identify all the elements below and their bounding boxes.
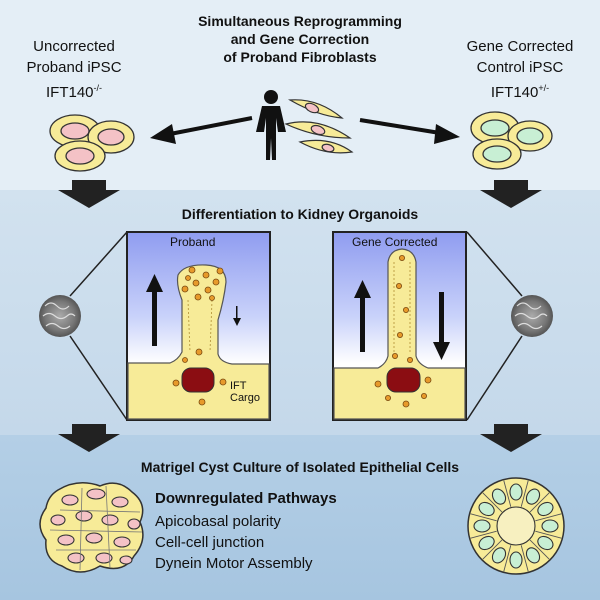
cargo-label: Cargo: [230, 392, 260, 404]
cyst-nucleus: [478, 535, 495, 551]
cyst-nucleus: [491, 488, 507, 505]
pathway-list: Apicobasal polarity Cell-cell junction D…: [155, 511, 313, 574]
corrected-label-line1: Gene Corrected: [466, 38, 574, 55]
proband-label-line2: Proband iPSC: [26, 59, 122, 76]
corrected-genotype: IFT140+/-: [490, 83, 550, 101]
corrected-cilium-panel: [332, 231, 467, 421]
cyst-cell-border: [529, 492, 550, 513]
proband-genotype: IFT140-/-: [45, 83, 103, 101]
cyst-nucleus: [473, 519, 491, 533]
title-line-2: and Gene Correction: [230, 31, 370, 47]
ift-label: IFT: [230, 380, 247, 392]
pathway-item: Cell-cell junction: [155, 534, 265, 551]
organoid-left-icon: [39, 295, 81, 337]
cyst-cell-border: [470, 530, 497, 539]
cyst-cell-border: [503, 545, 512, 572]
cyst-cell-border: [503, 480, 512, 507]
arrow-to-proband-icon: [150, 116, 253, 144]
proband-cargo-dots: [172, 266, 227, 406]
cyst-cell-border: [482, 539, 503, 560]
cyst-cell-border: [470, 513, 497, 522]
fibroblast-icon: [284, 99, 354, 154]
proband-cyst-icon: [39, 482, 144, 573]
down-arrow-left-2-icon: [58, 424, 120, 452]
cyst-cell-border: [520, 480, 529, 507]
cyst-nucleus: [509, 483, 523, 501]
title-line-1: Simultaneous Reprogramming: [198, 13, 402, 29]
zoom-lines: [69, 231, 523, 421]
pathway-item: Apicobasal polarity: [155, 513, 281, 530]
cyst-nucleus: [525, 547, 541, 564]
organoid-right-icon: [511, 295, 553, 337]
pathways-title: Downregulated Pathways: [155, 490, 337, 507]
proband-cilium-panel: [126, 231, 271, 421]
corrected-label-line2: Control iPSC: [476, 59, 564, 76]
down-arrow-right-icon: [480, 180, 542, 208]
cyst-nucleus: [491, 547, 507, 564]
cyst-nucleus: [537, 535, 554, 551]
corrected-cargo-dots: [374, 254, 432, 408]
organoid-band: [0, 190, 600, 437]
cyst-cell-border: [535, 513, 562, 522]
person-icon: [256, 90, 286, 160]
cyst-nucleus: [541, 519, 559, 533]
cyst-nucleus: [525, 488, 541, 505]
proband-label-line1: Uncorrected: [33, 38, 115, 55]
corrected-ipsc-cells-icon: [470, 111, 553, 170]
cyst-nucleus: [509, 551, 523, 569]
ift-cargo-annotation: IFT Cargo: [230, 380, 260, 404]
corrected-panel-label: Gene Corrected: [352, 235, 438, 249]
arrow-to-corrected-icon: [359, 118, 460, 144]
down-arrow-left-icon: [58, 180, 120, 208]
proband-ipsc-cells-icon: [49, 114, 135, 172]
corrected-cyst-icon: [467, 477, 565, 575]
proband-ipsc-label: Uncorrected Proband iPSC IFT140-/-: [14, 36, 134, 103]
cyst-nucleus: [537, 501, 554, 517]
cyst-cell-border: [535, 530, 562, 539]
cyst-cell-border: [482, 492, 503, 513]
organoid-title: Differentiation to Kidney Organoids: [181, 206, 419, 222]
proband-panel-label: Proband: [170, 235, 216, 249]
cyst-cell-border: [520, 545, 529, 572]
down-arrow-right-2-icon: [480, 424, 542, 452]
pathway-item: Dynein Motor Assembly: [155, 555, 313, 572]
cyst-cell-border: [529, 539, 550, 560]
cyst-nucleus: [478, 501, 495, 517]
cyst-title: Matrigel Cyst Culture of Isolated Epithe…: [140, 459, 460, 475]
title-line-3: of Proband Fibroblasts: [223, 49, 377, 65]
corrected-ipsc-label: Gene Corrected Control iPSC IFT140+/-: [450, 36, 590, 103]
reprogramming-title: Simultaneous Reprogramming and Gene Corr…: [150, 12, 450, 66]
